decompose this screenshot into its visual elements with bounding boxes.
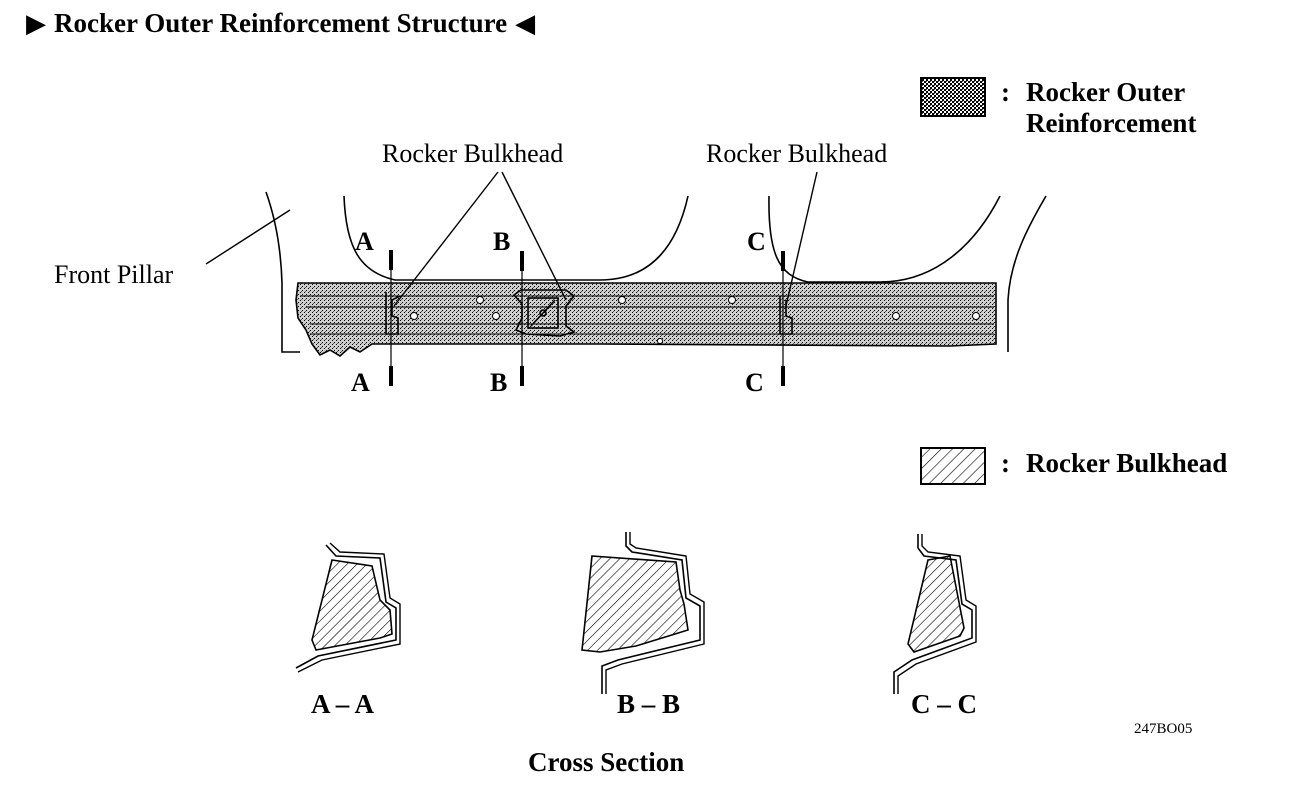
callout-rocker-bulkhead-left: Rocker Bulkhead xyxy=(382,139,564,168)
cross-section-label-b: B – B xyxy=(617,689,681,719)
right-triangle-icon: ▶ xyxy=(26,8,46,38)
cross-section-caption: Cross Section xyxy=(528,747,685,777)
title-text: Rocker Outer Reinforcement Structure xyxy=(54,8,508,38)
left-triangle-icon: ◀ xyxy=(515,8,536,38)
bulkhead-c xyxy=(779,296,793,335)
cross-section-label-c: C – C xyxy=(911,689,977,719)
cross-section-label-a: A – A xyxy=(311,689,375,719)
section-mark-c-bottom: C xyxy=(745,368,764,397)
section-mark-b-top: B xyxy=(493,227,511,256)
cross-section-c xyxy=(893,534,977,694)
callout-front-pillar: Front Pillar xyxy=(54,260,174,289)
figure-code: 247BO05 xyxy=(1134,721,1193,737)
legend-reinforcement-line1: Rocker Outer xyxy=(1026,77,1186,107)
cross-section-a xyxy=(295,542,401,673)
page-title: ▶ Rocker Outer Reinforcement Structure ◀ xyxy=(26,8,535,39)
section-cut-lines xyxy=(389,250,785,386)
leader-lines xyxy=(205,171,818,307)
legend-bulkhead-text: Rocker Bulkhead xyxy=(1026,448,1228,478)
legend-bulkhead-colon: : xyxy=(1001,448,1010,478)
bulkhead-a xyxy=(385,292,401,335)
section-mark-b-bottom: B xyxy=(490,368,508,397)
callout-rocker-bulkhead-right: Rocker Bulkhead xyxy=(706,139,888,168)
hatch-swatch-icon xyxy=(920,447,986,485)
legend-reinforcement-line2: Reinforcement xyxy=(1026,108,1197,138)
cross-section-b xyxy=(581,532,705,694)
section-mark-a-top: A xyxy=(355,227,374,256)
section-mark-a-bottom: A xyxy=(351,368,370,397)
section-mark-c-top: C xyxy=(747,227,766,256)
rocker-outer-reinforcement xyxy=(295,282,997,357)
body-outline xyxy=(265,191,1047,353)
legend-reinforcement-colon: : xyxy=(1001,77,1010,107)
section-thin-lines xyxy=(390,270,784,366)
stipple-swatch-icon xyxy=(920,77,986,117)
